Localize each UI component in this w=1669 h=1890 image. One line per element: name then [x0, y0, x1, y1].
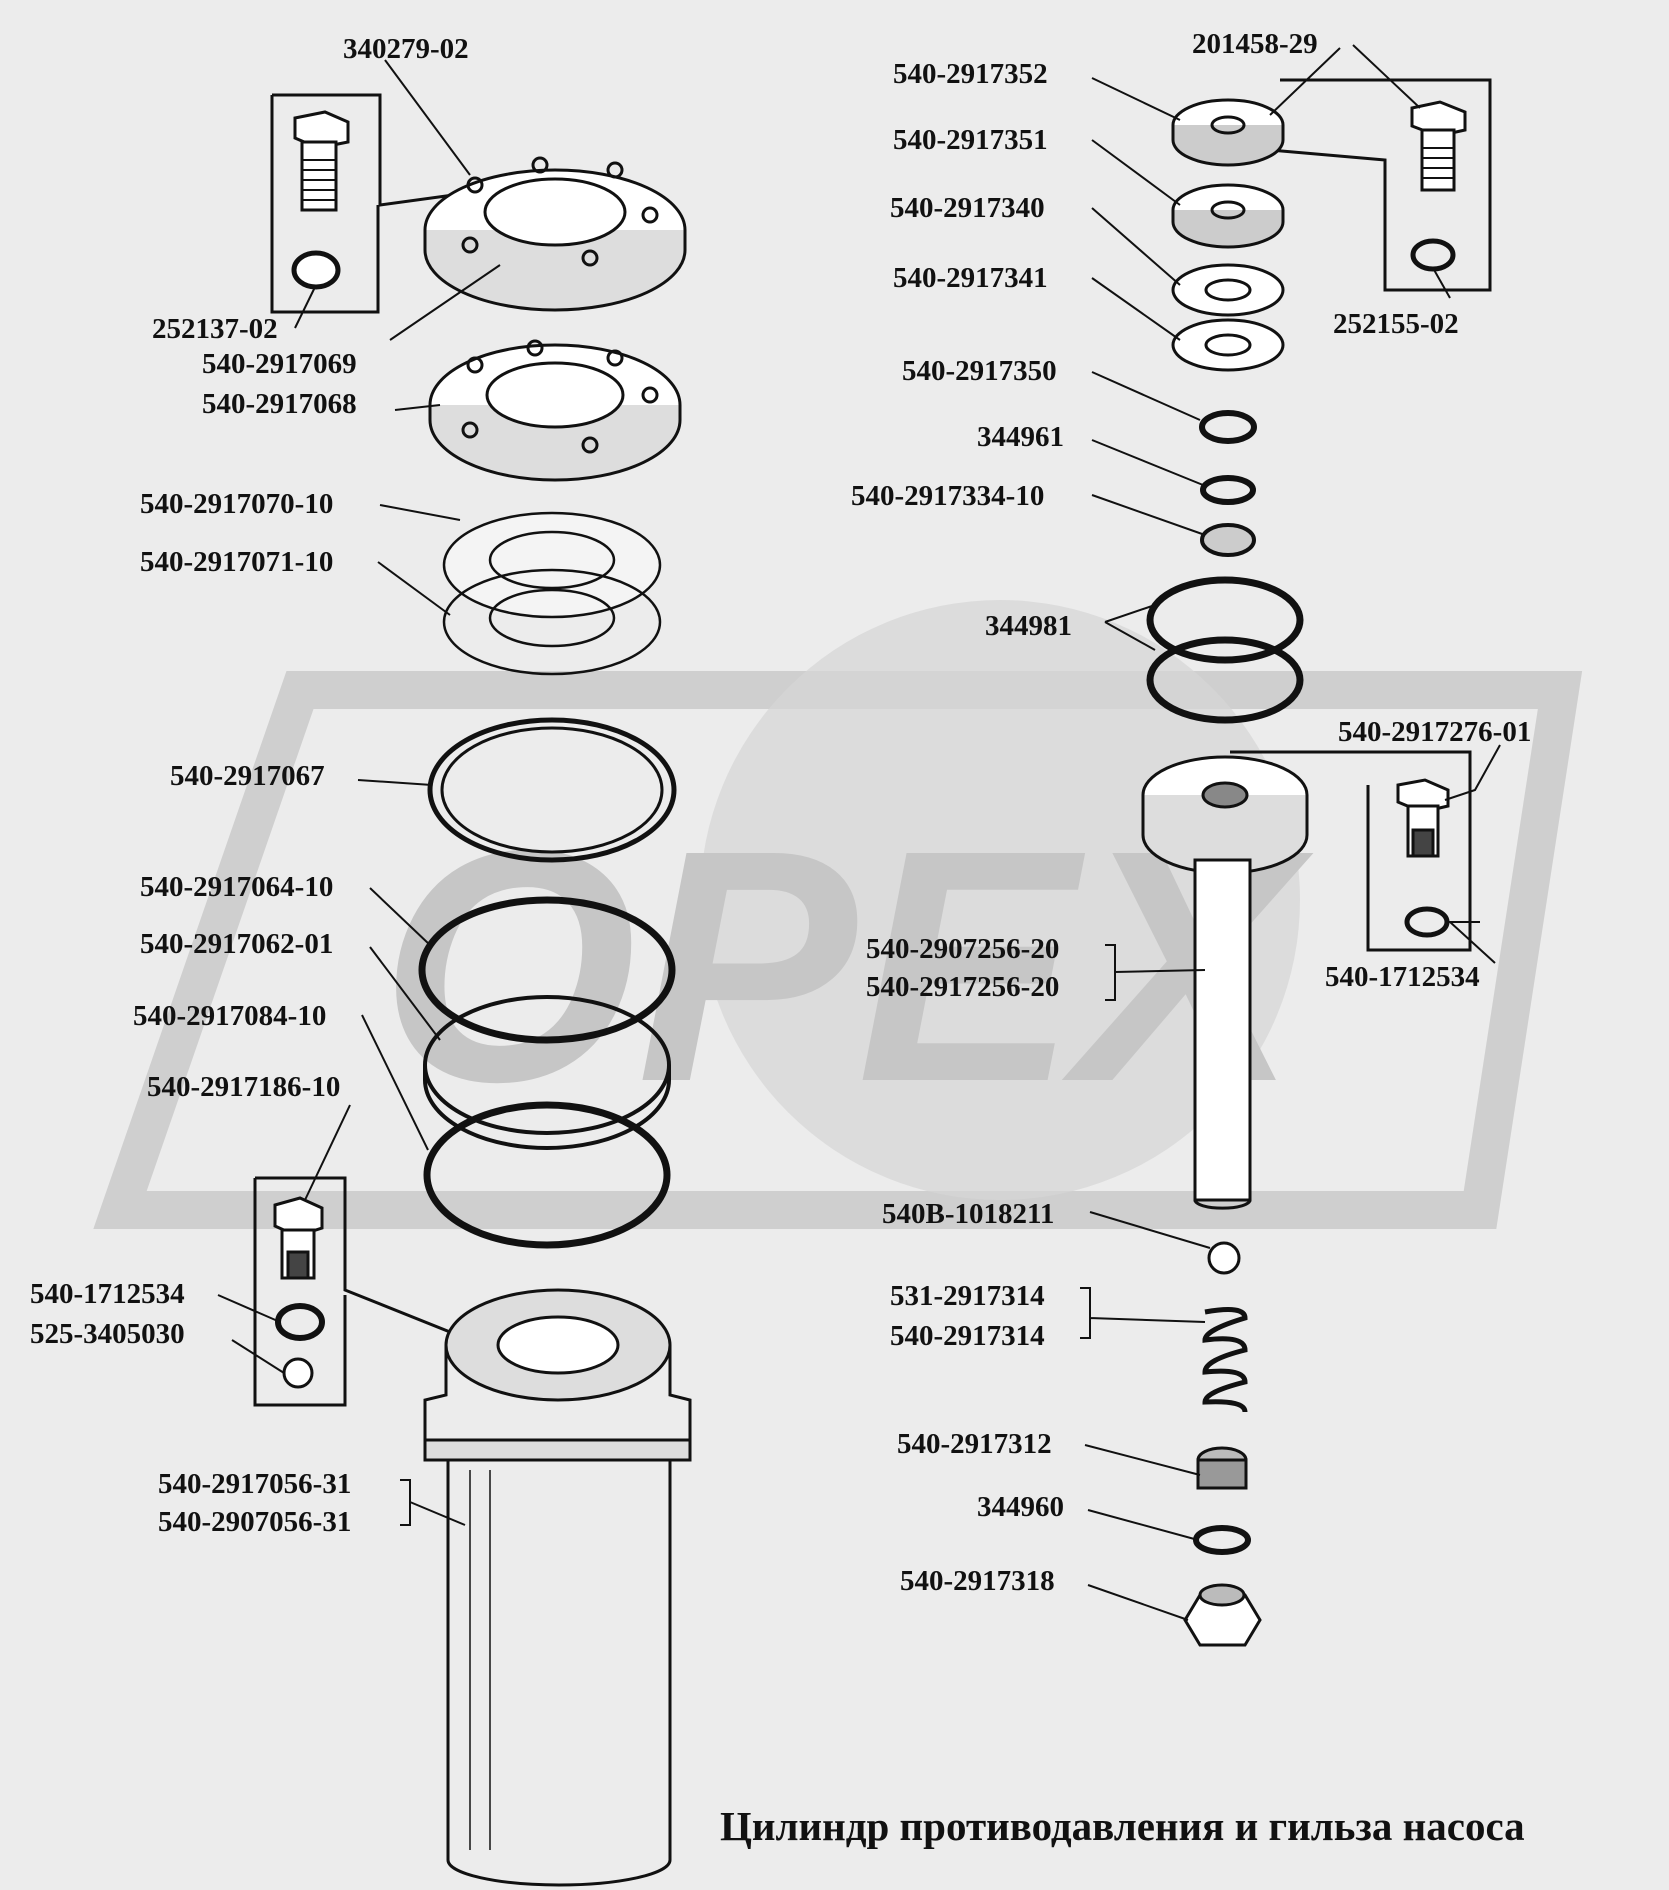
label-540-1712534-right: 540-1712534	[1325, 961, 1480, 993]
label-540-2917340: 540-2917340	[890, 192, 1045, 224]
spring-2917314	[1202, 1307, 1248, 1413]
label-344960: 344960	[977, 1491, 1064, 1523]
label-540-2917070-10: 540-2917070-10	[140, 488, 334, 520]
label-531-2917314: 531-2917314	[890, 1280, 1045, 1312]
label-540-2917056-31: 540-2917056-31	[158, 1468, 352, 1500]
seal-2917350	[1199, 410, 1257, 444]
ring-344961	[1200, 475, 1256, 505]
label-201458-29: 201458-29	[1192, 28, 1318, 60]
gasket-2917070	[442, 511, 662, 676]
bolt-bracket-line-4	[1230, 750, 1472, 952]
bolt-bracket-line-3	[1269, 78, 1492, 292]
ring-2917067	[427, 717, 677, 863]
plug-2917312	[1196, 1446, 1248, 1490]
label-540-1712534-left: 540-1712534	[30, 1278, 185, 1310]
label-540-2917071-10: 540-2917071-10	[140, 546, 334, 578]
label-344961: 344961	[977, 421, 1064, 453]
bolt-bracket-line	[270, 93, 491, 314]
label-540-2917341: 540-2917341	[893, 262, 1048, 294]
label-525-3405030: 525-3405030	[30, 1318, 185, 1350]
label-540-2917314: 540-2917314	[890, 1320, 1045, 1352]
label-540-2917334-10: 540-2917334-10	[851, 480, 1045, 512]
flange-plate-2917069	[423, 156, 687, 312]
label-540-2917062-01: 540-2917062-01	[140, 928, 334, 960]
piston-2917256	[1141, 755, 1309, 1210]
leader-lines	[217, 44, 1501, 1621]
label-540-2917064-10: 540-2917064-10	[140, 871, 334, 903]
diagram-title: Цилиндр противодавления и гильза насоса	[720, 1803, 1525, 1849]
bolt-340279	[293, 110, 350, 212]
label-540-2917084-10: 540-2917084-10	[133, 1000, 327, 1032]
o-ring-2917084	[423, 1101, 671, 1249]
ball-1018211	[1207, 1241, 1241, 1275]
label-540-2917067: 540-2917067	[170, 760, 325, 792]
label-540-2917256-20: 540-2917256-20	[866, 971, 1060, 1003]
label-540-2917069: 540-2917069	[202, 348, 357, 380]
cylinder-sleeve-2917056	[423, 1288, 692, 1887]
o-ring-2917064	[418, 896, 676, 1044]
watermark: OPEX	[93, 600, 1583, 1229]
ring-2917062	[423, 995, 671, 1150]
washer-252137	[291, 250, 341, 290]
label-540-2917186-10: 540-2917186-10	[147, 1071, 341, 1103]
label-540-2917068: 540-2917068	[202, 388, 357, 420]
plate-2917351	[1171, 183, 1285, 249]
label-540-2917318: 540-2917318	[900, 1565, 1055, 1597]
bolt-2917276	[1396, 778, 1450, 858]
label-540-2917350: 540-2917350	[902, 355, 1057, 387]
label-540-2917312: 540-2917312	[897, 1428, 1052, 1460]
label-344981: 344981	[985, 610, 1072, 642]
label-540-2907056-31: 540-2907056-31	[158, 1506, 352, 1538]
washer-2917334	[1200, 523, 1256, 557]
washer-252155	[1410, 238, 1456, 272]
plate-2917352	[1171, 98, 1285, 167]
ring-344960	[1193, 1525, 1251, 1555]
label-540-2917276-01: 540-2917276-01	[1338, 716, 1532, 748]
plate-2917068	[428, 339, 682, 482]
bolt-2917186	[273, 1196, 324, 1280]
label-540-2907256-20: 540-2907256-20	[866, 933, 1060, 965]
bolt-201458	[1410, 100, 1467, 192]
label-540-2917352: 540-2917352	[893, 58, 1048, 90]
label-252137-02: 252137-02	[152, 313, 278, 345]
nut-2917318	[1183, 1583, 1262, 1647]
plate-2917340	[1171, 263, 1285, 317]
washer-1712534-right	[1404, 906, 1450, 938]
label-540-2917351: 540-2917351	[893, 124, 1048, 156]
label-252155-02: 252155-02	[1333, 308, 1459, 340]
washer-1712534	[275, 1303, 325, 1341]
o-ring-344981-a	[1146, 576, 1304, 664]
ball-3405030	[282, 1357, 314, 1389]
label-540B-1018211: 540B-1018211	[882, 1198, 1055, 1230]
label-340279-02: 340279-02	[343, 33, 469, 65]
plate-2917341	[1171, 318, 1285, 372]
o-ring-344981-b	[1146, 636, 1304, 724]
